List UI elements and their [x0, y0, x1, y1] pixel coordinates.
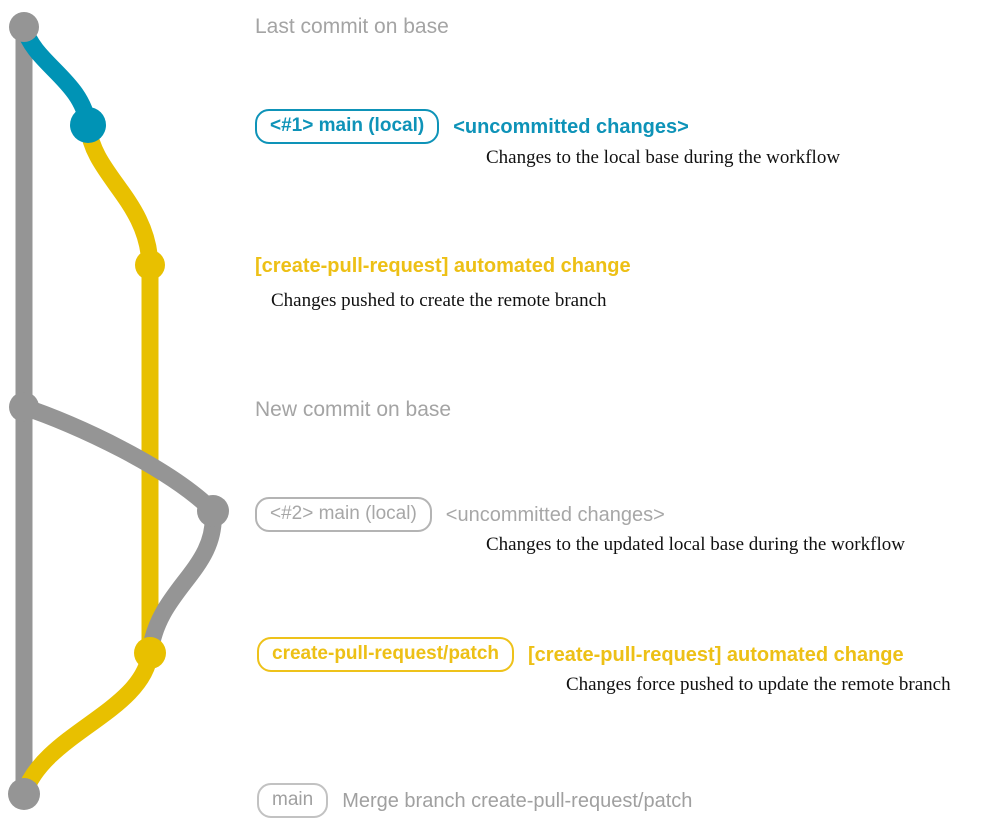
row-automated-change-1: [create-pull-request] automated change — [255, 255, 631, 277]
headline-merge-commit: Merge branch create-pull-request/patch — [342, 789, 693, 812]
node-remote-automated-change-2 — [134, 637, 166, 669]
caption-local-change-1: Changes to the local base during the wor… — [486, 147, 841, 168]
node-merge-commit — [8, 778, 40, 810]
row-automated-change-2: create-pull-request/patch [create-pull-r… — [257, 637, 904, 672]
node-local-uncommitted-1 — [70, 107, 106, 143]
caption-automated-change-2: Changes force pushed to update the remot… — [566, 674, 951, 695]
label-new-commit-on-base: New commit on base — [255, 398, 452, 421]
lane-remote-to-merge — [15, 644, 159, 803]
node-remote-automated-change-1 — [135, 250, 165, 280]
lane-merge-into-remote — [141, 502, 222, 662]
row-local-change-1: <#1> main (local) <uncommitted changes> — [255, 109, 689, 144]
row-merge-commit: main Merge branch create-pull-request/pa… — [257, 783, 692, 818]
headline-automated-change-2: [create-pull-request] automated change — [528, 643, 904, 666]
branch-pill-main[interactable]: main — [257, 783, 329, 818]
headline-local-change-2: <uncommitted changes> — [445, 503, 665, 526]
headline-local-change-1: <uncommitted changes> — [453, 115, 689, 138]
node-new-commit-on-base — [9, 392, 39, 422]
headline-automated-change-1: [create-pull-request] automated change — [255, 255, 631, 277]
node-last-commit-on-base — [9, 12, 39, 42]
branch-pill-create-pull-request-patch[interactable]: create-pull-request/patch — [257, 637, 514, 672]
branch-pill-local-1[interactable]: <#1> main (local) — [255, 109, 440, 144]
caption-automated-change-1: Changes pushed to create the remote bran… — [271, 290, 607, 311]
row-local-change-2: <#2> main (local) <uncommitted changes> — [255, 497, 665, 532]
node-local-uncommitted-2 — [197, 495, 229, 527]
branch-pill-local-2[interactable]: <#2> main (local) — [255, 497, 432, 532]
lane-local-branch-2 — [15, 398, 222, 520]
graph-nodes — [8, 12, 229, 810]
caption-local-change-2: Changes to the updated local base during… — [486, 534, 905, 555]
lane-remote-branch-1 — [79, 116, 159, 274]
label-last-commit-on-base: Last commit on base — [255, 15, 449, 38]
